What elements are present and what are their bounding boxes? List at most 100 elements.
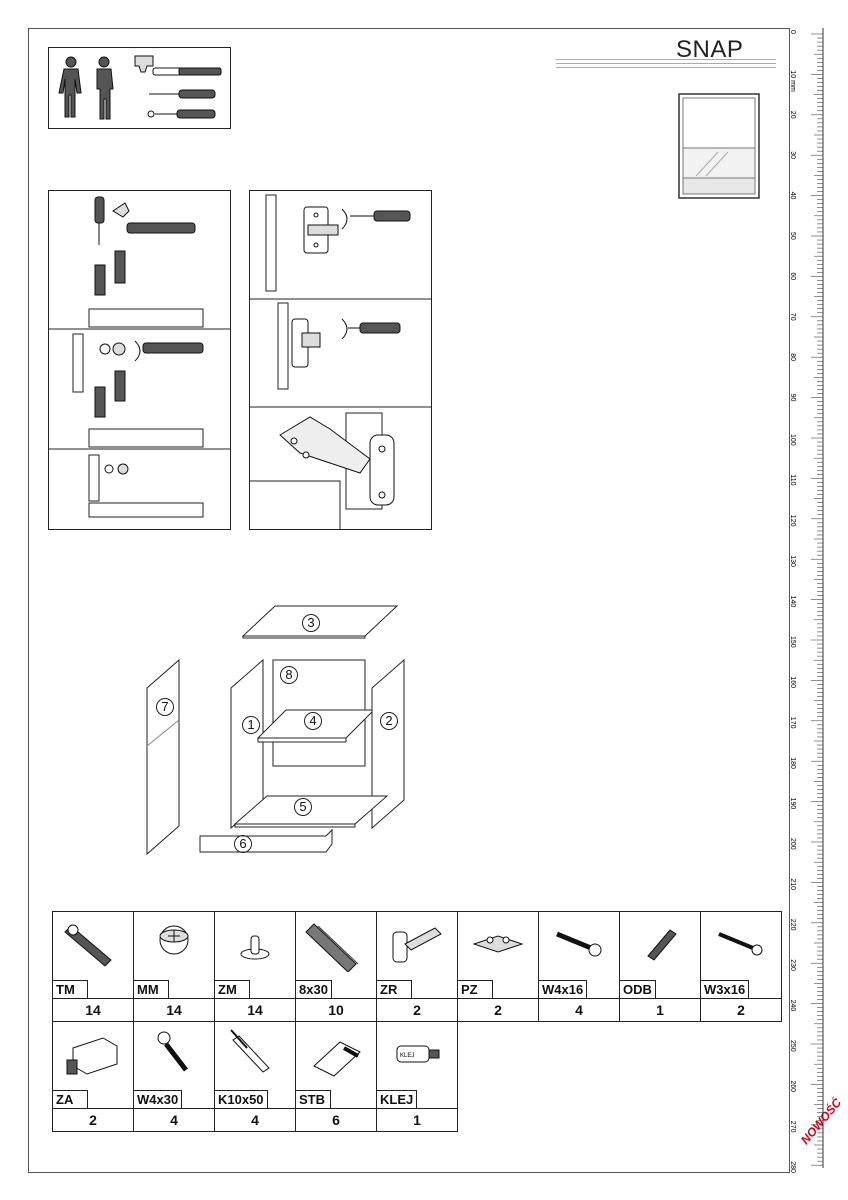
qty-row: 14 14 14 10 2 2 4 1 2 — [52, 998, 782, 1022]
svg-text:KLEJ: KLEJ — [400, 1053, 414, 1059]
cam-lock-icon — [159, 925, 189, 955]
page-frame — [28, 28, 790, 1173]
dowel-icon — [94, 370, 126, 418]
ruler-label: 90 — [789, 394, 796, 402]
cam-lock-icon — [99, 340, 204, 362]
panel-label-3: 3 — [302, 614, 320, 632]
qty-cell: 2 — [457, 998, 539, 1022]
part-code: ZR — [377, 980, 412, 998]
ruler-label: 160 — [789, 676, 796, 688]
qty-cell: 10 — [295, 998, 377, 1022]
part-code: ZA — [53, 1090, 88, 1108]
qty-cell: 4 — [538, 998, 620, 1022]
part-code: ODB — [620, 980, 656, 998]
ruler-label: 80 — [789, 353, 796, 361]
qty-cell: 4 — [214, 1108, 296, 1132]
panel-7 — [146, 658, 180, 856]
part-cell-w4x30: W4x30 — [133, 1021, 215, 1109]
qty-cell: 2 — [700, 998, 782, 1022]
ruler-label: 140 — [789, 596, 796, 608]
hammer-icon — [112, 202, 196, 234]
qty-cell: 1 — [619, 998, 701, 1022]
title-rule — [556, 67, 776, 68]
ruler-label: 20 — [789, 111, 796, 119]
title-rule — [556, 63, 776, 64]
ruler-label: 120 — [789, 515, 796, 527]
panel-label-2: 2 — [380, 712, 398, 730]
panel-2 — [371, 658, 405, 830]
dowel-icon — [94, 250, 126, 296]
ruler-label: 100 — [789, 434, 796, 446]
qty-cell: 14 — [52, 998, 134, 1022]
hinge-instructions — [249, 190, 432, 530]
part-code: W3x16 — [701, 980, 750, 998]
screwdriver-icon — [149, 89, 216, 99]
ruler-label: 270 — [789, 1121, 796, 1133]
ruler-label: 150 — [789, 636, 796, 648]
hinge-icon — [392, 927, 442, 963]
ruler-label: 0 — [789, 30, 796, 34]
ruler-label: 130 — [789, 555, 796, 567]
cabinet-thumbnail — [676, 90, 766, 207]
cam-lock-icon — [104, 463, 129, 475]
part-cell-k10x50: K10x50 — [214, 1021, 296, 1109]
part-code: ZM — [215, 980, 250, 998]
ruler-label: 260 — [789, 1080, 796, 1092]
ruler-label: 280 — [789, 1161, 796, 1173]
screw-icon — [556, 931, 602, 957]
ruler-label: 40 — [789, 192, 796, 200]
part-code: 8x30 — [296, 980, 332, 998]
part-cell-w3x16: W3x16 — [700, 911, 782, 999]
parts-row: TM MM ZM 8x30 ZR PZ W4x16 ODB — [52, 911, 782, 999]
wall-plug-icon — [230, 1029, 270, 1073]
cam-cap-icon — [240, 935, 270, 960]
panel-3 — [241, 605, 399, 639]
panel-label-7: 7 — [156, 698, 174, 716]
part-cell-pz: PZ — [457, 911, 539, 999]
hinge-icon — [279, 416, 395, 506]
panel-label-4: 4 — [304, 712, 322, 730]
parts-row: ZA W4x30 K10x50 STB KLEJ KLEJ — [52, 1021, 782, 1109]
shelf-support-icon — [313, 1041, 361, 1077]
ruler-label: 200 — [789, 838, 796, 850]
small-screw-icon — [718, 932, 763, 956]
tools-box — [48, 47, 231, 129]
part-cell-mm: MM — [133, 911, 215, 999]
part-cell-odb: ODB — [619, 911, 701, 999]
part-code: MM — [134, 980, 169, 998]
long-screw-icon — [157, 1031, 188, 1072]
part-cell-tm: TM — [52, 911, 134, 999]
part-code: K10x50 — [215, 1090, 268, 1108]
part-cell-klej: KLEJ KLEJ — [376, 1021, 458, 1109]
qty-cell: 4 — [133, 1108, 215, 1132]
part-code: PZ — [458, 980, 493, 998]
part-code: W4x30 — [134, 1090, 183, 1108]
glue-tube-icon: KLEJ — [396, 1045, 440, 1063]
ruler-label: 240 — [789, 1000, 796, 1012]
ruler-label: 60 — [789, 272, 796, 280]
qty-cell: 6 — [295, 1108, 377, 1132]
ruler-label: 250 — [789, 1040, 796, 1052]
title-rule — [556, 59, 776, 60]
ruler-label: 230 — [789, 959, 796, 971]
tools-illustration — [58, 55, 222, 120]
screwdriver-icon — [94, 196, 105, 245]
panel-6 — [199, 828, 333, 853]
ruler-label: 70 — [789, 313, 796, 321]
hinge-plate-icon — [472, 935, 524, 953]
dowel-instructions — [48, 190, 231, 530]
panel-label-1: 1 — [242, 716, 260, 734]
part-cell-w4x16: W4x16 — [538, 911, 620, 999]
screwdriver-icon — [147, 109, 216, 119]
ruler-label: 10 mm — [789, 70, 796, 92]
screwdriver-icon — [341, 208, 411, 230]
bumper-strip-icon — [647, 929, 677, 961]
part-code: STB — [296, 1090, 331, 1108]
ruler-label: 110 — [789, 474, 796, 485]
qty-cell: 14 — [133, 998, 215, 1022]
hinge-plate-icon — [303, 206, 339, 254]
ruler-label: 50 — [789, 232, 796, 240]
qty-cell: 2 — [52, 1108, 134, 1132]
ruler-label: 170 — [789, 717, 796, 729]
